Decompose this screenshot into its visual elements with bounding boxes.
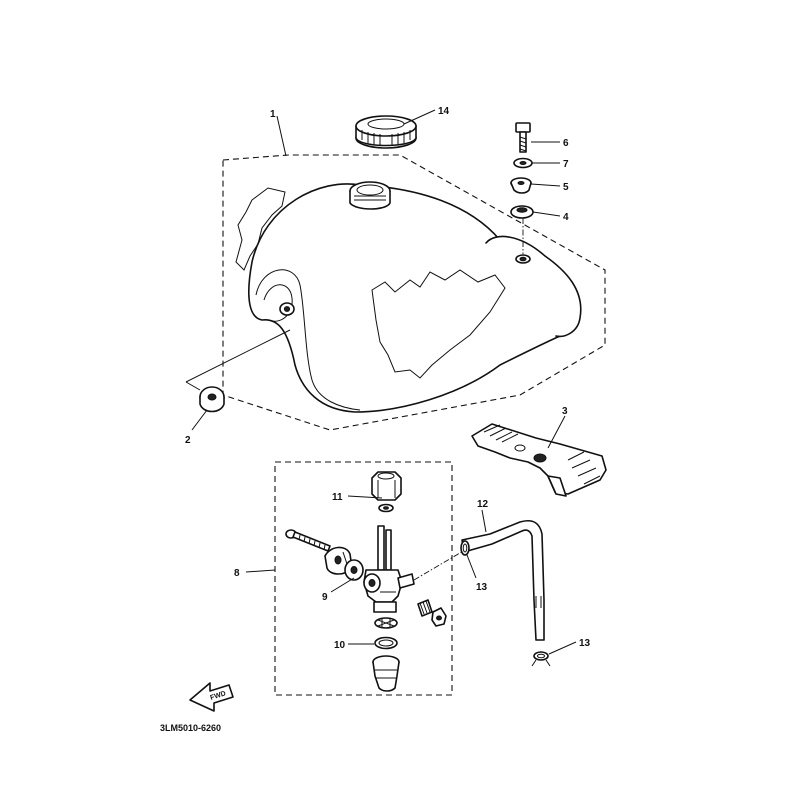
leader-3 — [547, 415, 566, 449]
leader-9 — [330, 577, 355, 593]
leader-12 — [481, 509, 487, 533]
mount-damper — [510, 205, 534, 219]
hose-centerline — [413, 549, 466, 581]
mount-collar — [510, 177, 532, 194]
callout-12: 12 — [477, 499, 489, 510]
fuel-cock-washer — [378, 503, 394, 513]
cock-plug — [431, 607, 447, 627]
leader-1 — [276, 115, 287, 157]
hose-clip-upper — [460, 540, 470, 556]
damper-projection-line — [185, 329, 291, 391]
fuel-cock-nut — [371, 471, 402, 501]
tank-mount-bolt — [515, 122, 531, 153]
tank-side-damper — [199, 386, 225, 413]
callout-2: 2 — [185, 435, 191, 446]
lever-gasket — [344, 559, 364, 581]
leader-14 — [403, 109, 436, 125]
fuel-tank — [235, 181, 582, 413]
callout-11: 11 — [332, 492, 343, 503]
callout-13a: 13 — [476, 582, 488, 593]
lever-screw — [285, 529, 331, 552]
fuel-strainer — [374, 617, 398, 629]
bowl-o-ring — [374, 636, 398, 650]
callout-4: 4 — [563, 212, 569, 223]
leader-8 — [245, 569, 276, 573]
catalog-code: 3LM5010-6260 — [160, 723, 221, 733]
callout-6: 6 — [563, 138, 569, 149]
fuel-hose — [461, 519, 545, 641]
callout-3: 3 — [562, 406, 568, 417]
tank-heat-protector — [471, 423, 607, 497]
callout-1: 1 — [270, 109, 276, 120]
callout-14: 14 — [438, 106, 450, 117]
cock-spring — [417, 599, 433, 617]
callout-13b: 13 — [579, 638, 591, 649]
leader-13a — [466, 554, 477, 579]
fuel-filler-cap — [355, 115, 417, 149]
fuel-cock-body — [363, 525, 415, 613]
fuel-cock-assembly-boundary — [274, 461, 453, 696]
callout-10: 10 — [334, 640, 346, 651]
callout-8: 8 — [234, 568, 240, 579]
hose-clip-lower — [531, 651, 551, 667]
leader-2 — [191, 409, 208, 431]
callout-9: 9 — [322, 592, 328, 603]
leader-13b — [548, 641, 577, 655]
fwd-direction-icon: FWD — [189, 682, 234, 712]
leader-11 — [347, 495, 383, 499]
plain-washer — [513, 157, 533, 169]
callout-5: 5 — [563, 182, 569, 193]
tank-assembly-boundary — [222, 154, 606, 431]
fuel-cup-bowl — [372, 655, 400, 692]
callout-7: 7 — [563, 159, 569, 170]
leader-4 — [532, 211, 561, 217]
leader-5 — [530, 183, 561, 187]
fwd-label: FWD — [209, 690, 226, 702]
